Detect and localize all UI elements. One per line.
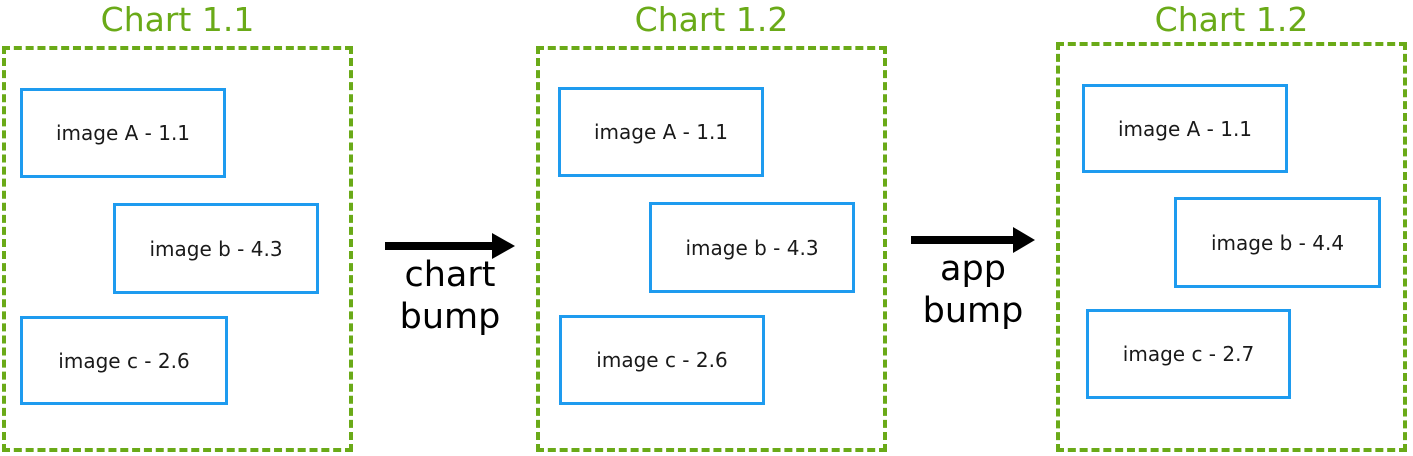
panel-frame (536, 46, 887, 452)
item-box-image-a[interactable]: image A - 1.1 (1082, 84, 1288, 173)
item-label: image c - 2.7 (1122, 342, 1255, 366)
panel-frame (2, 46, 353, 452)
item-label: image A - 1.1 (593, 120, 729, 144)
panel-frame (1056, 42, 1407, 452)
panel-title: Chart 1.1 (100, 0, 255, 39)
item-label: image A - 1.1 (1117, 116, 1253, 141)
item-label: image c - 2.6 (596, 348, 728, 372)
transition-caption-line1: chart (404, 255, 496, 295)
panel-chart-1-2-after: Chart 1.2 image A - 1.1 image b - 4.4 im… (1056, 0, 1407, 452)
transition-caption-line1: app (940, 249, 1006, 289)
item-box-image-a[interactable]: image A - 1.1 (20, 88, 226, 178)
item-label: image c - 2.6 (58, 348, 190, 373)
item-label: image b - 4.4 (1210, 230, 1345, 255)
panel-title: Chart 1.2 (1154, 0, 1309, 39)
transition-caption-line2: bump (399, 297, 501, 337)
item-box-image-c[interactable]: image c - 2.6 (20, 316, 228, 405)
transition-chart-bump: chart bump (382, 228, 518, 340)
item-box-image-c[interactable]: image c - 2.7 (1086, 309, 1291, 399)
item-box-image-a[interactable]: image A - 1.1 (558, 87, 764, 177)
panel-chart-1-2-before: Chart 1.2 image A - 1.1 image b - 4.3 im… (536, 0, 887, 452)
item-box-image-b[interactable]: image b - 4.4 (1174, 197, 1381, 288)
item-label: image b - 4.3 (685, 235, 819, 260)
panel-title: Chart 1.2 (634, 0, 789, 39)
transition-app-bump: app bump (908, 222, 1038, 334)
item-label: image b - 4.3 (149, 236, 283, 261)
panel-chart-1-1: Chart 1.1 image A - 1.1 image b - 4.3 im… (2, 0, 353, 452)
transition-caption-line2: bump (922, 291, 1024, 331)
arrow-right-icon (385, 233, 515, 259)
item-box-image-b[interactable]: image b - 4.3 (649, 202, 855, 293)
item-box-image-b[interactable]: image b - 4.3 (113, 203, 319, 294)
arrow-right-icon (911, 227, 1035, 253)
item-label: image A - 1.1 (55, 121, 191, 145)
item-box-image-c[interactable]: image c - 2.6 (559, 315, 765, 405)
